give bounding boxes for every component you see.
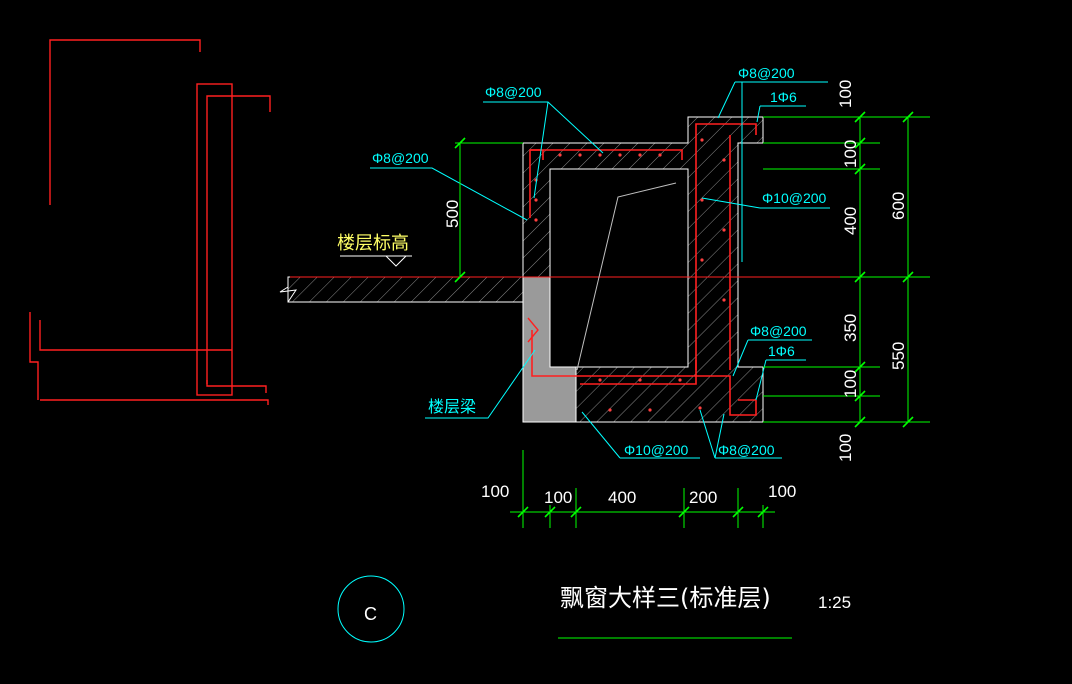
bar-right-top-label: Φ8@200 — [738, 65, 795, 81]
dim-right-lower-total: 550 — [889, 342, 908, 370]
dim-right-lower-2: 100 — [841, 370, 860, 398]
detail-marker-letter: C — [364, 604, 377, 624]
floor-slab — [279, 276, 524, 303]
bar-lower-right-label: Φ8@200 — [750, 323, 807, 339]
rebar-dots — [534, 138, 726, 412]
dim-bottom-5: 100 — [768, 482, 796, 501]
bar-right-wall-label: Φ10@200 — [762, 190, 827, 206]
leader-lines — [370, 81, 830, 459]
bar-top-lip-label: 1Φ6 — [770, 89, 797, 105]
bar-bottom-1-label: Φ10@200 — [624, 442, 689, 458]
floor-beam-label: 楼层梁 — [428, 397, 476, 416]
beam-mark — [527, 317, 539, 343]
left-rebar-plan — [29, 39, 271, 405]
section-leader — [576, 182, 677, 371]
detail-scale: 1:25 — [818, 593, 851, 612]
dim-left-height: 500 — [443, 200, 462, 228]
detail-title: 飘窗大样三(标准层) — [560, 584, 771, 612]
bar-bottom-2-label: Φ8@200 — [718, 442, 775, 458]
dim-bottom-2: 100 — [544, 488, 572, 507]
dim-right-upper-3: 400 — [841, 207, 860, 235]
dim-right-lower-1: 350 — [841, 314, 860, 342]
bar-lower-lip-label: 1Φ6 — [768, 343, 795, 359]
dimension-ticks — [454, 111, 914, 518]
break-line — [279, 277, 298, 303]
bar-left-wall-label: Φ8@200 — [372, 150, 429, 166]
bar-top-slab-label: Φ8@200 — [485, 84, 542, 100]
dim-right-bottom: 100 — [836, 434, 855, 462]
title-block: C 飘窗大样三(标准层) 1:25 — [337, 575, 851, 643]
dim-bottom-3: 400 — [608, 488, 636, 507]
dim-bottom-1: 100 — [481, 482, 509, 501]
dim-right-upper-1: 100 — [836, 80, 855, 108]
dim-right-upper-2: 100 — [841, 140, 860, 168]
dim-right-upper-total: 600 — [889, 192, 908, 220]
elevation-marker — [340, 255, 412, 267]
rebar-lines — [529, 123, 757, 416]
detail-marker-circle — [337, 575, 405, 643]
floor-elevation-label: 楼层标高 — [337, 233, 409, 254]
dim-bottom-4: 200 — [689, 488, 717, 507]
